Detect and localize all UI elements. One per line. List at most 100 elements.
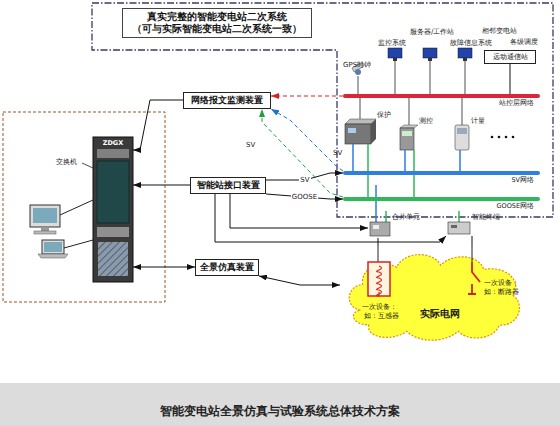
drawing-part (498, 136, 501, 139)
label: 如：互感器 (364, 311, 399, 321)
drawing-part (457, 128, 467, 134)
drawing-part (41, 227, 49, 231)
connector (133, 100, 183, 150)
node-text: 合并单元 (392, 212, 420, 222)
bus-line (343, 94, 540, 98)
cabinet: ZDGX (93, 137, 133, 282)
node-text: GOOSE网络 (496, 202, 534, 211)
connector (510, 64, 511, 94)
drawing-part (358, 61, 465, 125)
drawing-part (388, 48, 402, 58)
drawing-part (345, 119, 376, 124)
node-text: ZDGX (93, 139, 133, 147)
connector (259, 276, 340, 285)
node-text: 真实完整的智能变电站二次系统 （可与实际智能变电站二次系统一致） (126, 11, 308, 35)
cloud-shape (349, 255, 519, 341)
drawing-part (458, 48, 472, 58)
edge-label: SV (299, 176, 310, 184)
merging-unit: 合并单元 (368, 212, 422, 238)
drawing-part (402, 131, 412, 136)
drawing-part (355, 69, 361, 75)
drawing-part (512, 136, 515, 139)
drawing-part (371, 119, 376, 144)
node-text: 远动通信站 (493, 52, 528, 62)
wire (378, 246, 472, 262)
drawing-part (423, 48, 437, 58)
connector (262, 109, 343, 197)
drawing-part (368, 144, 459, 222)
drawing-part (428, 58, 432, 61)
drawing-part (393, 58, 397, 61)
label: 监控系统 (378, 38, 406, 48)
node-text: 全景仿真装置 (200, 261, 254, 274)
connector (133, 267, 195, 268)
drawing-part (60, 200, 93, 248)
drawing-part (373, 225, 379, 229)
node-text: 实际电网 (420, 307, 460, 321)
drawing-part (353, 144, 460, 222)
drawing-part (38, 254, 68, 258)
label: 故障信息系统 (450, 38, 492, 48)
drawing-part (400, 125, 418, 128)
label: 保护 (377, 110, 391, 120)
computer-icons (30, 163, 93, 258)
label: 相邻变电站 (482, 26, 517, 36)
bus-line (343, 197, 540, 201)
connector (472, 236, 473, 246)
label: 服务器/工作站 (410, 27, 454, 37)
station-devices (345, 48, 514, 236)
header-box: 真实完整的智能变电站二次系统 （可与实际智能变电站二次系统一致） (122, 8, 312, 38)
breaker-symbol (468, 262, 480, 294)
drawing-part (345, 124, 371, 144)
label: 如：断路器 (484, 287, 519, 297)
drawing-part (463, 58, 467, 61)
device-box: 网络报文监测装置 (183, 92, 271, 109)
drawing-part (98, 242, 128, 276)
drawing-part (98, 242, 128, 276)
label: 交换机 (56, 157, 77, 167)
drawing-part (97, 149, 129, 158)
connector (378, 238, 379, 246)
drawing-part (448, 222, 470, 234)
label: 一次设备： (484, 278, 519, 288)
drawing-part (505, 136, 508, 139)
transformer-coil (377, 266, 382, 296)
node-text: 智能终端 (472, 212, 500, 222)
drawing-part (44, 242, 62, 252)
smart-terminal: 智能终端 (446, 212, 504, 236)
label: 计量 (471, 116, 485, 126)
label: 一次设备： (362, 302, 397, 312)
node-text: 智能站接口装置 (197, 179, 260, 192)
drawing-part (33, 208, 57, 223)
node-text: 站控层网络 (499, 99, 534, 108)
drawing-part (491, 136, 494, 139)
network-bus: GOOSE网络 (343, 197, 540, 211)
drawing-part (34, 231, 56, 234)
node-text: SV网络 (511, 176, 534, 185)
drawing-part (97, 227, 129, 237)
drawing-part (42, 240, 64, 254)
drawing-part (455, 125, 469, 150)
drawing-part (30, 205, 60, 227)
drawing-part (400, 128, 414, 150)
station-box: 远动通信站 (484, 50, 536, 64)
label: SV (246, 141, 255, 149)
label: SV (333, 149, 342, 157)
device-box: 智能站接口装置 (190, 177, 266, 194)
edge-label: GOOSE (291, 193, 318, 201)
network-bus: SV网络 (343, 171, 540, 185)
drawing-part (451, 225, 457, 228)
node-text: 网络报文监测装置 (191, 94, 263, 107)
connector (271, 96, 343, 97)
drawing-part (82, 163, 93, 168)
drawing-part (370, 222, 390, 236)
label: 各级调度 (510, 37, 538, 47)
simulator-region (3, 112, 165, 302)
drawing-part (348, 128, 356, 133)
connector (215, 194, 446, 242)
label: GPS时钟 (343, 60, 371, 70)
transformer-symbol (368, 262, 390, 296)
system-region (92, 3, 553, 217)
network-bus: 站控层网络 (343, 94, 540, 110)
